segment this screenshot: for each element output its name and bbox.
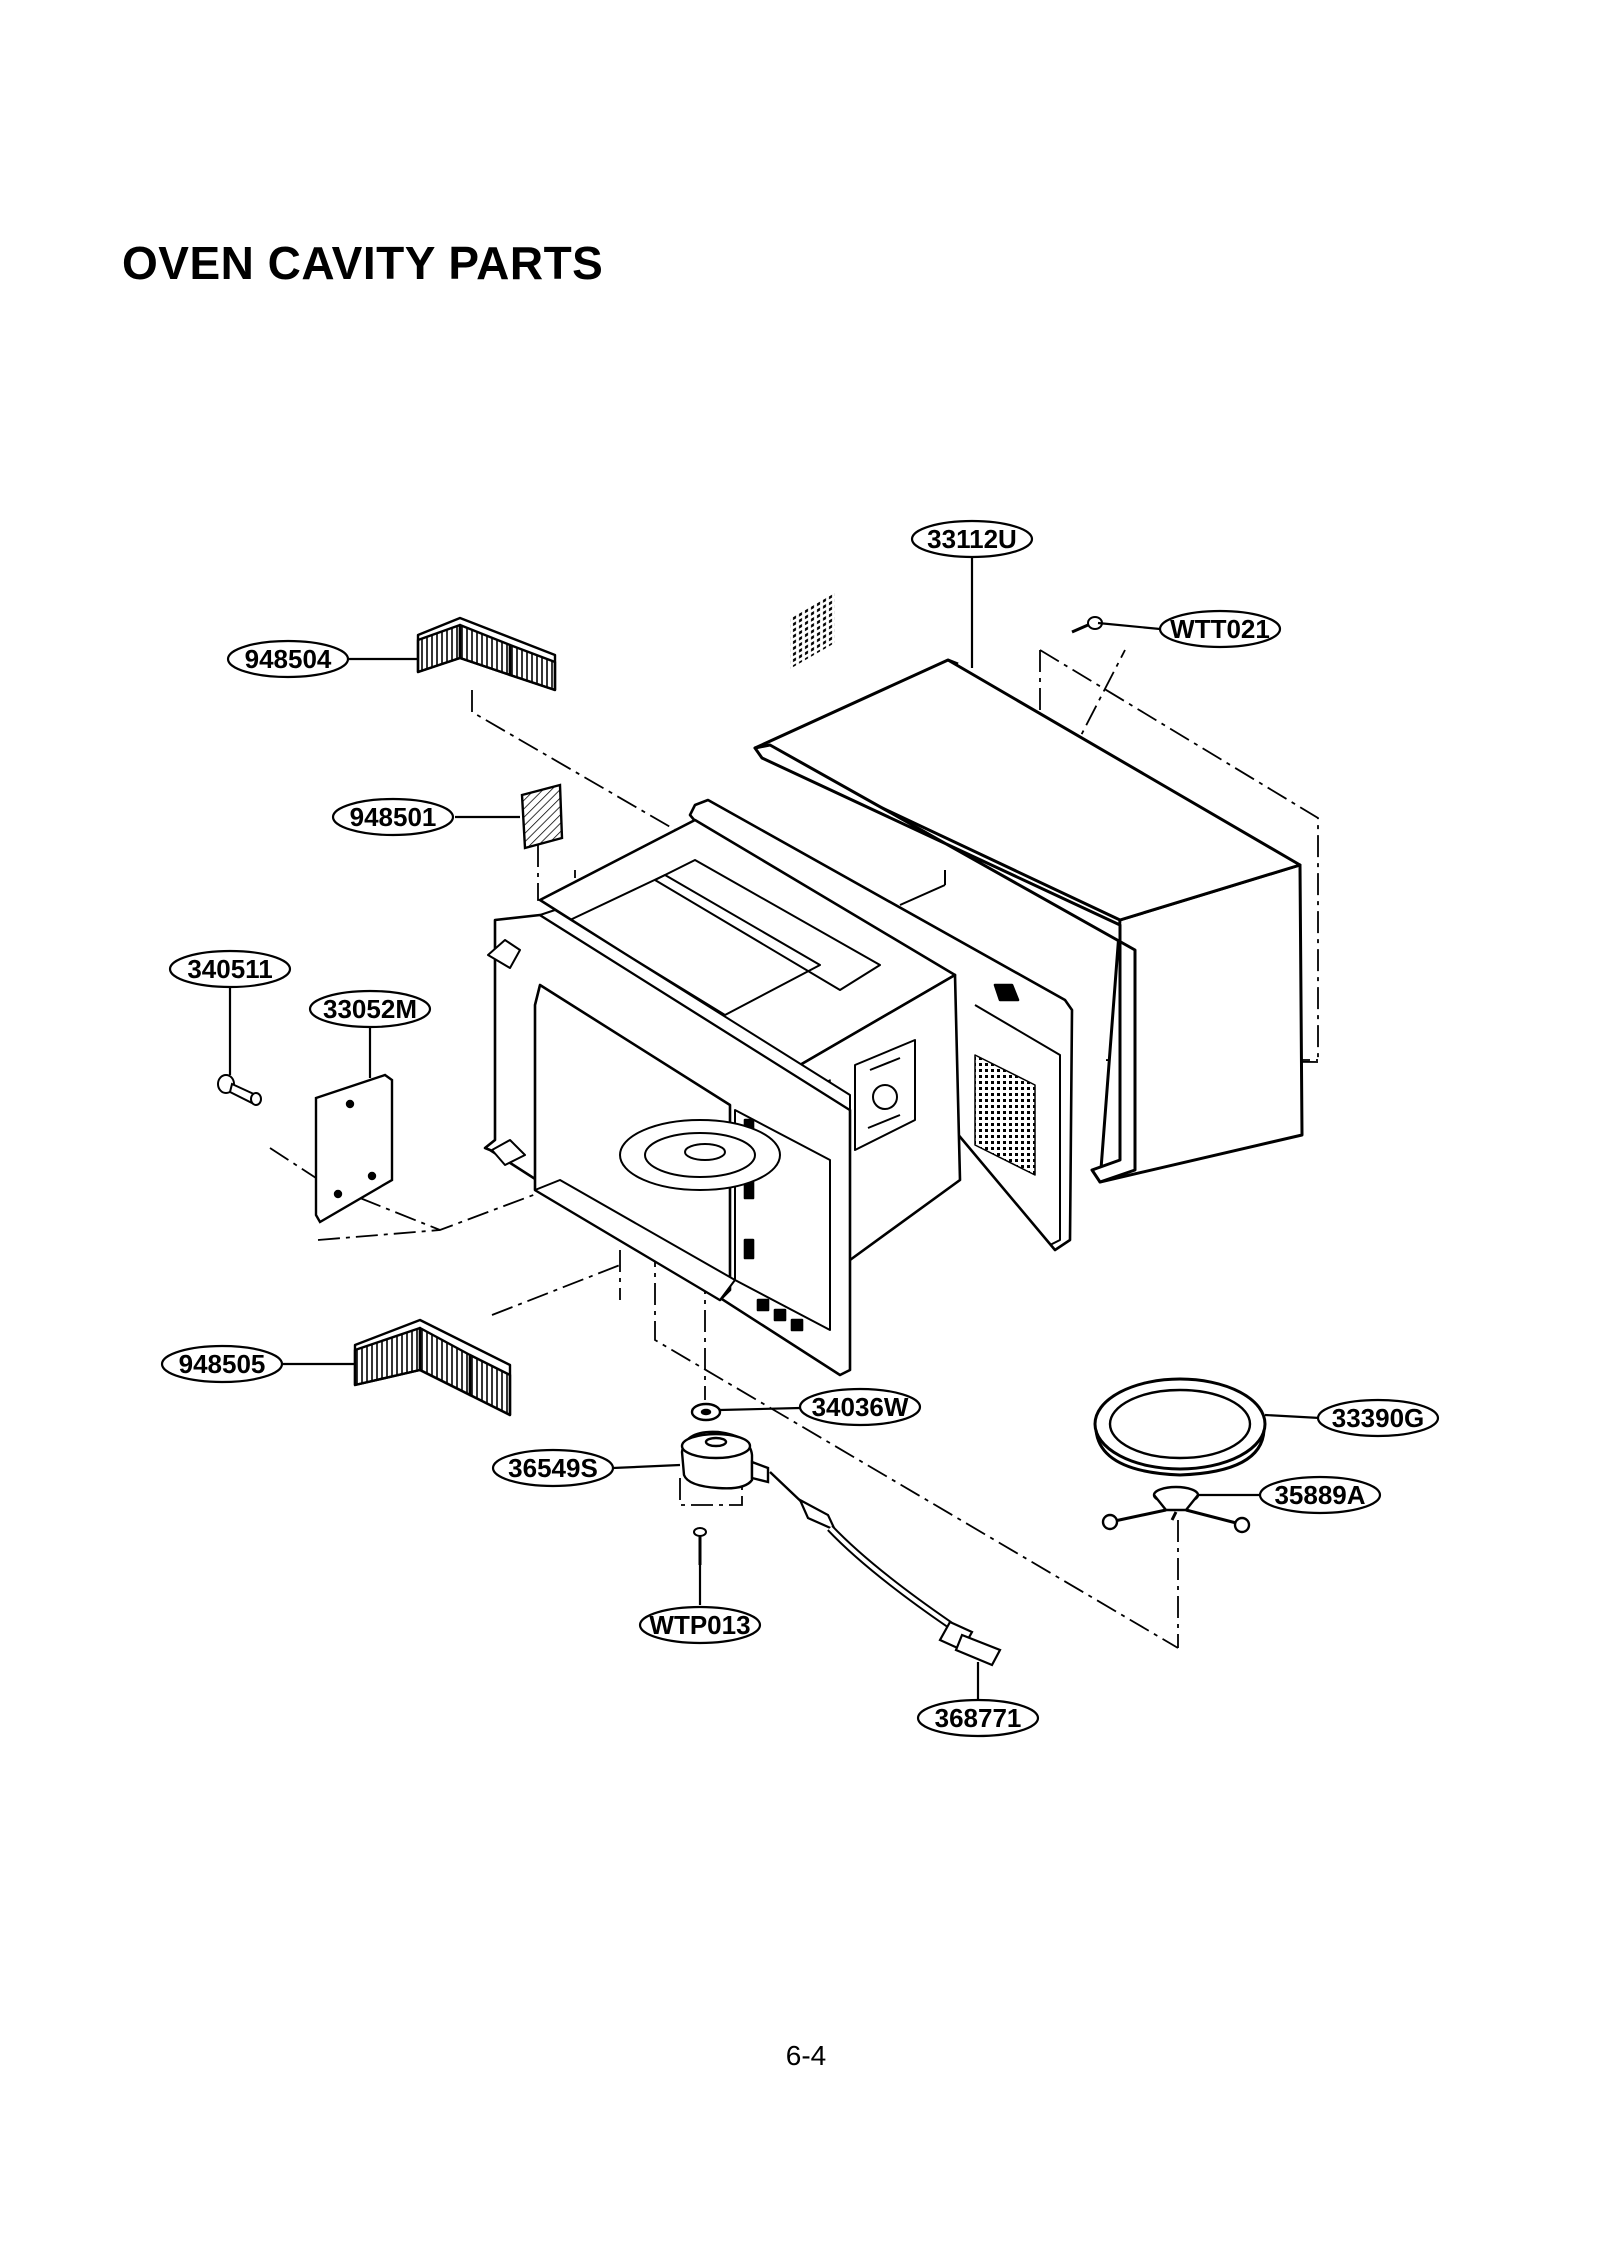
callout-948501: 948501 xyxy=(331,797,455,837)
callout-33052M: 33052M xyxy=(308,989,432,1029)
label-35889A: 35889A xyxy=(1274,1480,1365,1510)
plate-33052M xyxy=(314,1073,394,1224)
label-368771: 368771 xyxy=(935,1703,1022,1733)
callout-35889A: 35889A xyxy=(1258,1475,1382,1515)
callout-36549S: 36549S xyxy=(491,1448,615,1488)
callout-948504: 948504 xyxy=(226,639,350,679)
callout-oval xyxy=(168,949,292,989)
coupler-35889A xyxy=(1101,1485,1251,1534)
screw-340511 xyxy=(217,1074,262,1106)
callout-oval xyxy=(491,1448,615,1488)
callout-oval xyxy=(798,1387,922,1427)
outer-case-33112U xyxy=(753,658,1304,1184)
label-36549S: 36549S xyxy=(508,1453,598,1483)
callout-oval xyxy=(1158,609,1282,649)
callout-948505: 948505 xyxy=(160,1344,284,1384)
label-340511: 340511 xyxy=(187,954,272,984)
label-33112U: 33112U xyxy=(927,524,1017,554)
callout-33112U: 33112U xyxy=(910,519,1034,559)
foam-pad-948504 xyxy=(416,616,557,692)
label-948501: 948501 xyxy=(350,802,437,832)
label-WTT021: WTT021 xyxy=(1170,614,1270,644)
washer-34036W xyxy=(690,1402,722,1422)
page-number: 6-4 xyxy=(785,2040,827,2071)
screw-WTP013 xyxy=(693,1527,707,1565)
page-title: OVEN CAVITY PARTS xyxy=(122,237,604,289)
callout-oval xyxy=(1316,1398,1440,1438)
foam-block-948501 xyxy=(520,783,564,850)
callout-oval xyxy=(1258,1475,1382,1515)
oven-cavity xyxy=(483,592,1074,1377)
roller-ring-33390G xyxy=(1093,1377,1267,1477)
callout-33390G: 33390G xyxy=(1316,1398,1440,1438)
callout-368771: 368771 xyxy=(916,1698,1040,1738)
screw-WTT021 xyxy=(1071,616,1103,634)
callout-oval xyxy=(308,989,432,1029)
callout-oval xyxy=(226,639,350,679)
label-33390G: 33390G xyxy=(1332,1403,1425,1433)
callout-oval xyxy=(916,1698,1040,1738)
wire-harness-368771 xyxy=(769,1471,1002,1667)
leader-lines xyxy=(228,556,1321,1700)
label-33052M: 33052M xyxy=(323,994,417,1024)
callout-340511: 340511 xyxy=(168,949,292,989)
label-WTP013: WTP013 xyxy=(649,1610,750,1640)
callout-oval xyxy=(638,1605,762,1645)
callout-WTP013: WTP013 xyxy=(638,1605,762,1645)
callout-oval xyxy=(910,519,1034,559)
callout-oval xyxy=(331,797,455,837)
callout-oval xyxy=(160,1344,284,1384)
label-948504: 948504 xyxy=(245,644,332,674)
foam-pad-948505 xyxy=(353,1318,512,1417)
label-948505: 948505 xyxy=(179,1349,266,1379)
callout-34036W: 34036W xyxy=(798,1387,922,1427)
motor-36549S xyxy=(680,1430,770,1490)
callout-WTT021: WTT021 xyxy=(1158,609,1282,649)
label-34036W: 34036W xyxy=(812,1392,909,1422)
